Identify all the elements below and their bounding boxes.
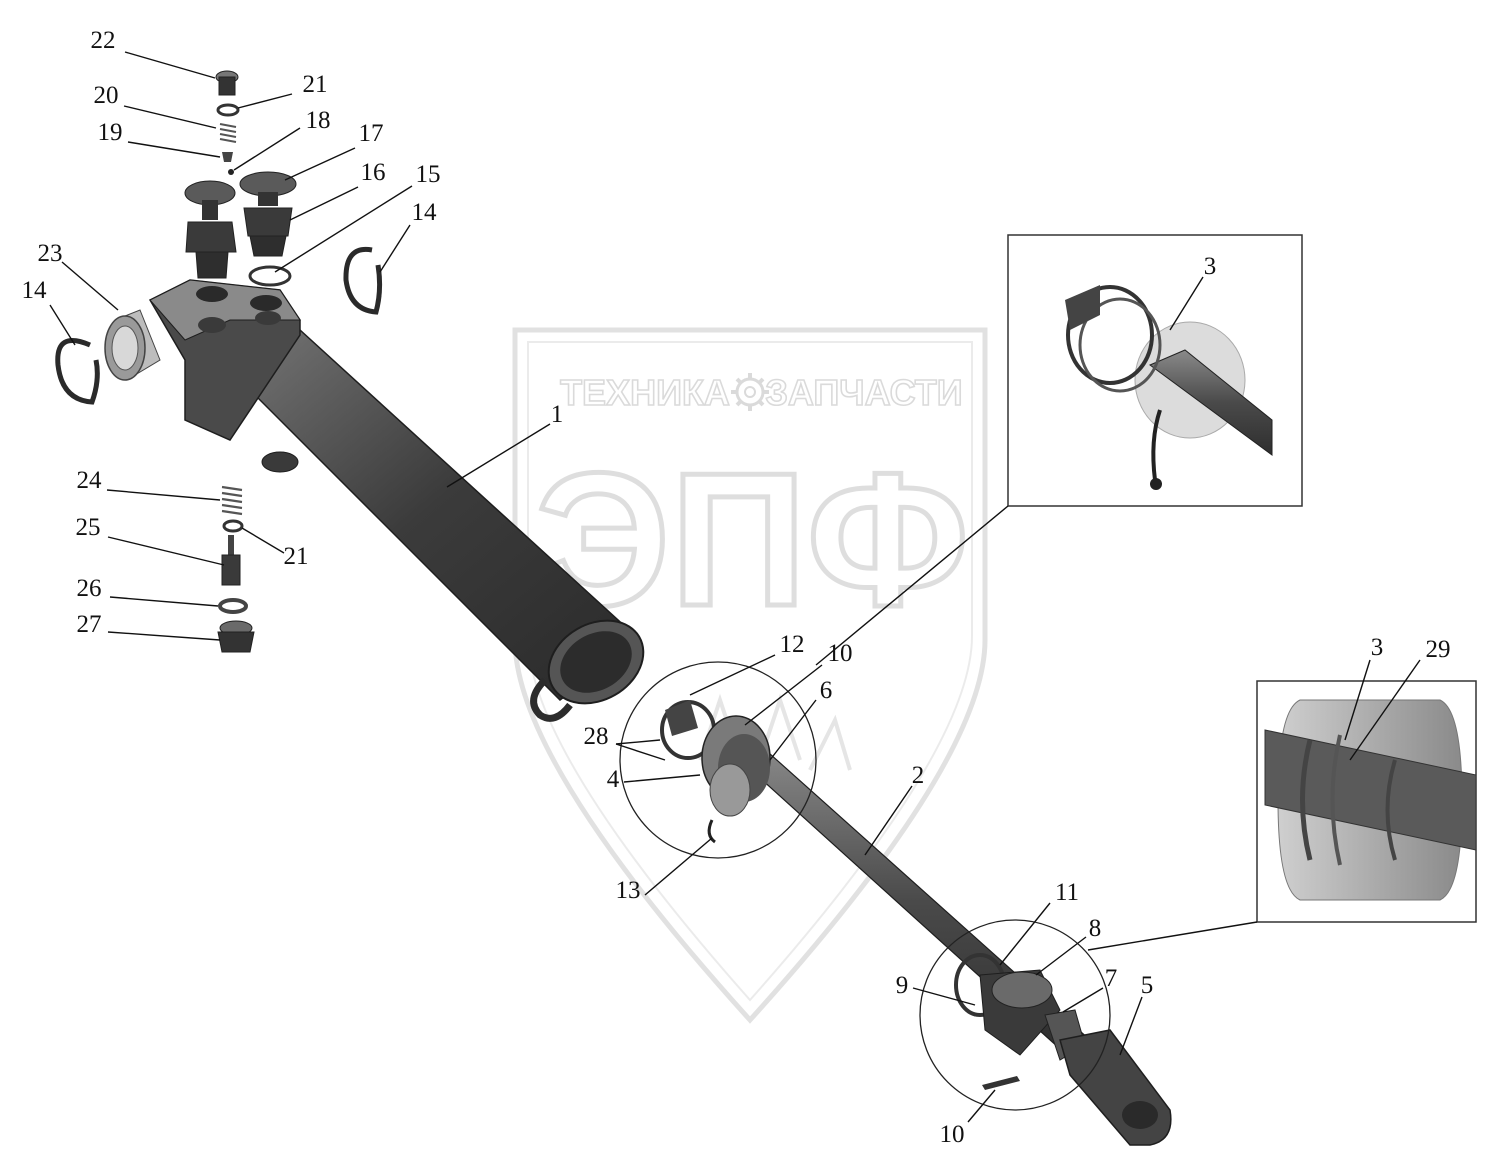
cylinder-barrel (148, 279, 645, 722)
callout-26: 26 (77, 575, 102, 602)
retaining-ring-left (55, 338, 100, 405)
callout-9: 9 (896, 972, 909, 999)
callout-8: 8 (1089, 915, 1102, 942)
callout-10-bottom: 11 (1055, 879, 1079, 906)
callout-24: 24 (77, 467, 103, 494)
watermark-text-right: ЗАПЧАСТИ (765, 372, 962, 413)
callout-15: 15 (416, 161, 441, 188)
callout-14-left: 14 (22, 277, 48, 304)
callout-2: 2 (912, 762, 925, 789)
o-ring-15 (248, 265, 292, 287)
detail-inset-right (1087, 680, 1477, 951)
plug-22 (215, 70, 239, 96)
callout-17: 17 (359, 120, 384, 147)
plug-27 (217, 620, 255, 653)
gear-icon (731, 373, 769, 411)
callout-3-inset-right: 3 (1371, 634, 1384, 661)
callout-27: 27 (77, 611, 102, 638)
callout-29: 29 (1426, 636, 1451, 663)
spring-24 (221, 485, 243, 516)
callout-22: 22 (91, 27, 116, 54)
detail-circle-gland (919, 919, 1111, 1111)
ball-18 (228, 169, 234, 175)
callout-12: 13 (616, 877, 641, 904)
spring-20 (219, 123, 237, 143)
callout-5: 5 (1141, 972, 1154, 999)
watermark-shield (512, 327, 988, 1024)
callout-1: 1 (551, 401, 564, 428)
callout-3-inset-top: 3 (1204, 253, 1217, 280)
watermark-logo: ЭПФ (535, 434, 969, 646)
callout-21-bottom: 21 (284, 543, 309, 570)
valve-19 (222, 152, 233, 162)
callout-18: 18 (306, 107, 331, 134)
callout-16: 16 (361, 159, 386, 186)
callout-19: 19 (98, 119, 123, 146)
callout-20: 20 (94, 82, 119, 109)
valve-25 (221, 535, 241, 586)
retaining-ring-right (343, 246, 383, 315)
detail-inset-top (815, 234, 1303, 666)
callout-25: 25 (76, 514, 101, 541)
callout-6: 6 (820, 677, 833, 704)
callout-4: 4 (607, 766, 620, 793)
callout-28: 28 (584, 723, 609, 750)
callout-13: 10 (940, 1121, 965, 1148)
callout-labels: 22 21 20 19 18 17 16 15 14 23 14 1 24 21… (22, 27, 1451, 1148)
piston-rod (660, 700, 1172, 1146)
callout-14-right: 14 (412, 199, 438, 226)
valve-plug-left (184, 180, 237, 279)
leader-lines (49, 51, 1421, 1123)
watermark-text-left: ТЕХНИКА (560, 372, 730, 413)
callout-21-top: 21 (303, 71, 328, 98)
callout-11: 12 (780, 631, 805, 658)
callout-23: 23 (38, 240, 63, 267)
callout-10-top: 10 (828, 640, 853, 667)
bushing-23 (104, 309, 161, 381)
washer-21-bottom (222, 519, 244, 533)
callout-7: 7 (1105, 965, 1118, 992)
valve-plug-right (239, 171, 297, 257)
watermark: ТЕХНИКА ЗАПЧАСТИ ЭПФ (512, 327, 988, 1024)
seal-ring-26 (218, 598, 248, 614)
detail-circle-piston (619, 661, 817, 859)
washer-21-top (216, 103, 240, 117)
